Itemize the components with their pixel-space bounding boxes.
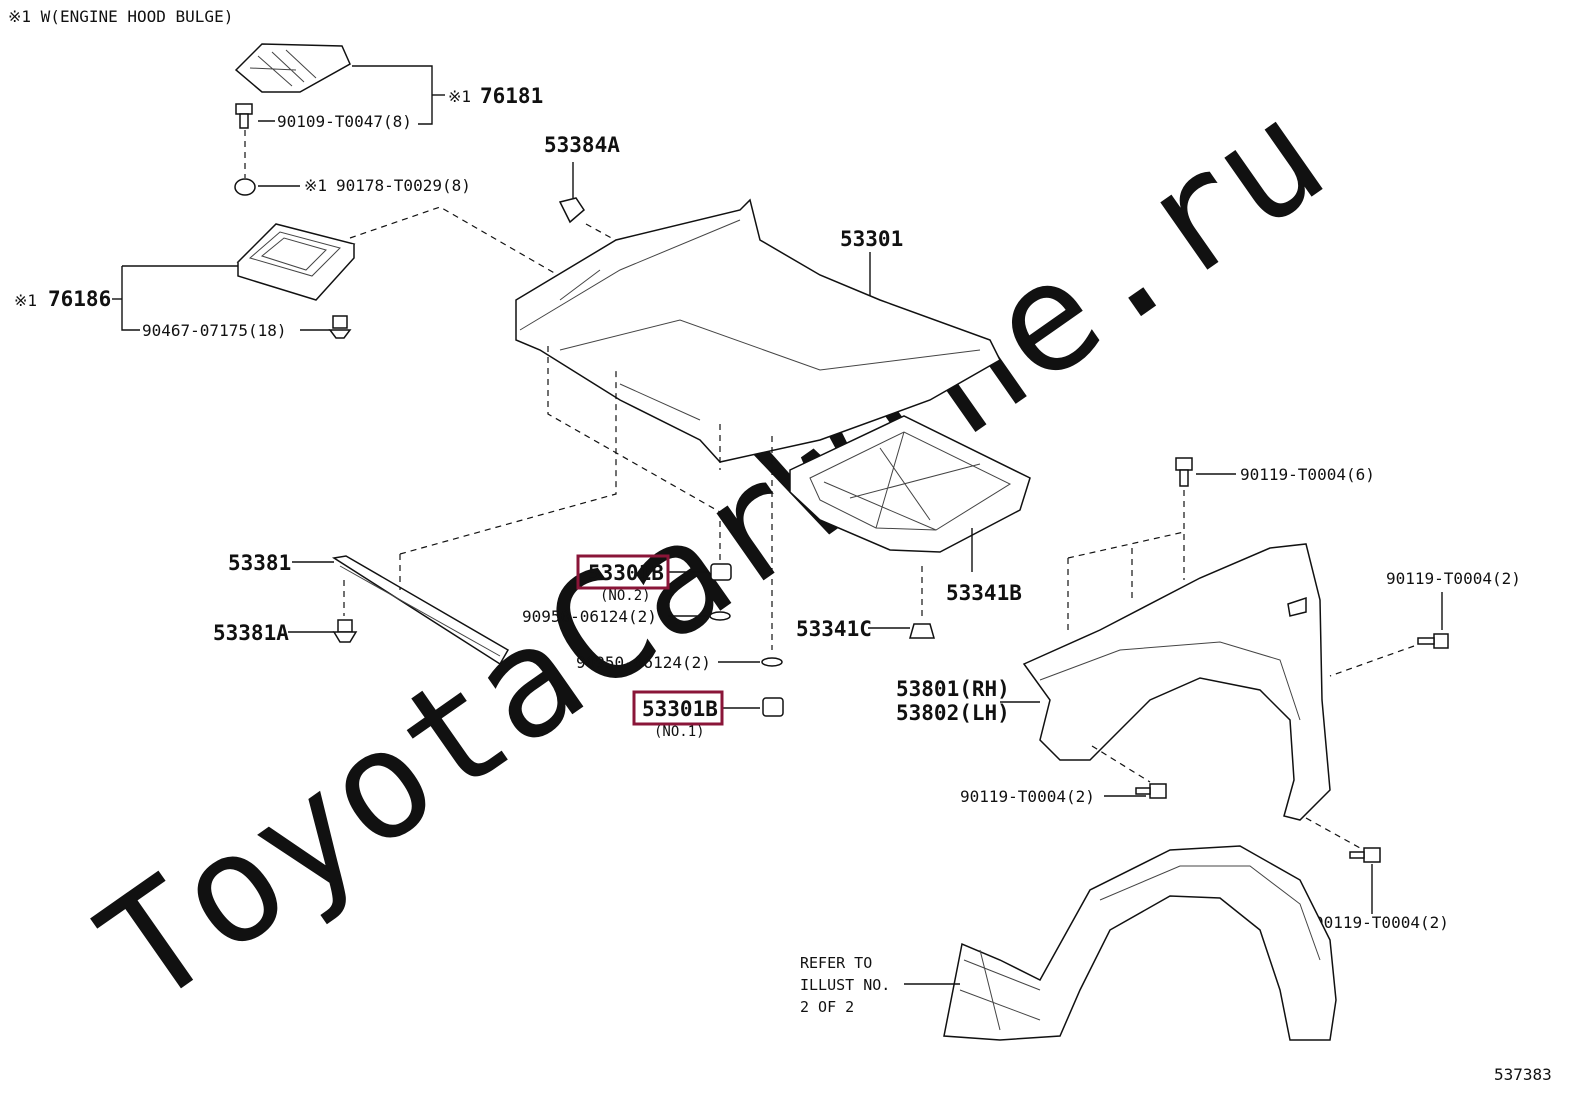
washer-upper-icon (709, 611, 731, 621)
nut-90178-mark: ※1 (304, 176, 327, 195)
label-90119-T0004-6: 90119-T0004(6) (1240, 465, 1375, 484)
sub-no2: (NO.2) (600, 588, 651, 604)
clip-53381A-icon (332, 619, 358, 643)
front-fender-part (1022, 543, 1331, 821)
hood-seal-part (236, 223, 356, 301)
illustration-number: 537383 (1494, 1065, 1552, 1084)
hood-insulator-part (789, 415, 1031, 553)
header-note: ※1 W(ENGINE HOOD BULGE) (8, 7, 233, 26)
label-53341C: 53341C (796, 617, 872, 641)
cushion-no1-icon (762, 697, 784, 717)
bolt-top-icon (1175, 457, 1193, 487)
sub-no1: (NO.1) (654, 724, 705, 740)
label-53802-LH: 53802(LH) (896, 701, 1010, 725)
label-76181: 76181 (480, 84, 543, 108)
label-53801-RH: 53801(RH) (896, 677, 1010, 701)
label-90119-T0004-lower: 90119-T0004(2) (960, 787, 1095, 806)
bolt-right-icon (1417, 633, 1449, 649)
label-90119-T0004-bottom: 90119-T0004(2) (1314, 913, 1449, 932)
seal-mark: ※1 (14, 291, 37, 310)
cushion-no2-icon (710, 563, 732, 581)
label-90950-06124-lower: 90950-06124(2) (576, 653, 711, 672)
engine-hood-part (515, 198, 1001, 463)
label-53301: 53301 (840, 227, 903, 251)
fender-liner-part (943, 845, 1337, 1041)
washer-lower-icon (761, 657, 783, 667)
clip-53341C-icon (909, 623, 935, 639)
hood-bulge-part (234, 43, 351, 93)
label-53381: 53381 (228, 551, 291, 575)
label-90178-T0029: 90178-T0029(8) (336, 176, 471, 195)
bulge-mark: ※1 (448, 87, 471, 106)
label-90467-07175: 90467-07175(18) (142, 321, 287, 340)
label-53384A: 53384A (544, 133, 620, 157)
cushion-no2-highlight (576, 554, 670, 590)
refer-note-line1: REFER TO (800, 954, 872, 972)
label-53381A: 53381A (213, 621, 289, 645)
seal-bar-part (331, 555, 510, 666)
refer-note-line2: ILLUST NO. (800, 976, 890, 994)
refer-note-line3: 2 OF 2 (800, 998, 854, 1016)
label-53301B-no1[interactable]: 53301B (642, 697, 718, 721)
label-90950-06124-upper: 90950-06124(2) (522, 607, 657, 626)
cushion-no1-highlight (632, 690, 724, 726)
clip-90467-icon (328, 315, 352, 339)
screw-90109-icon (235, 103, 253, 129)
nut-90178-icon (234, 178, 256, 196)
label-90119-T0004-right: 90119-T0004(2) (1386, 569, 1521, 588)
bolt-lower-icon (1135, 783, 1167, 799)
label-53301B-no2[interactable]: 53301B (588, 561, 664, 585)
bolt-bottom-icon (1349, 847, 1381, 863)
label-76186: 76186 (48, 287, 111, 311)
label-90109-T0047: 90109-T0047(8) (277, 112, 412, 131)
label-53341B: 53341B (946, 581, 1022, 605)
retainer-53384A-icon (558, 197, 585, 224)
